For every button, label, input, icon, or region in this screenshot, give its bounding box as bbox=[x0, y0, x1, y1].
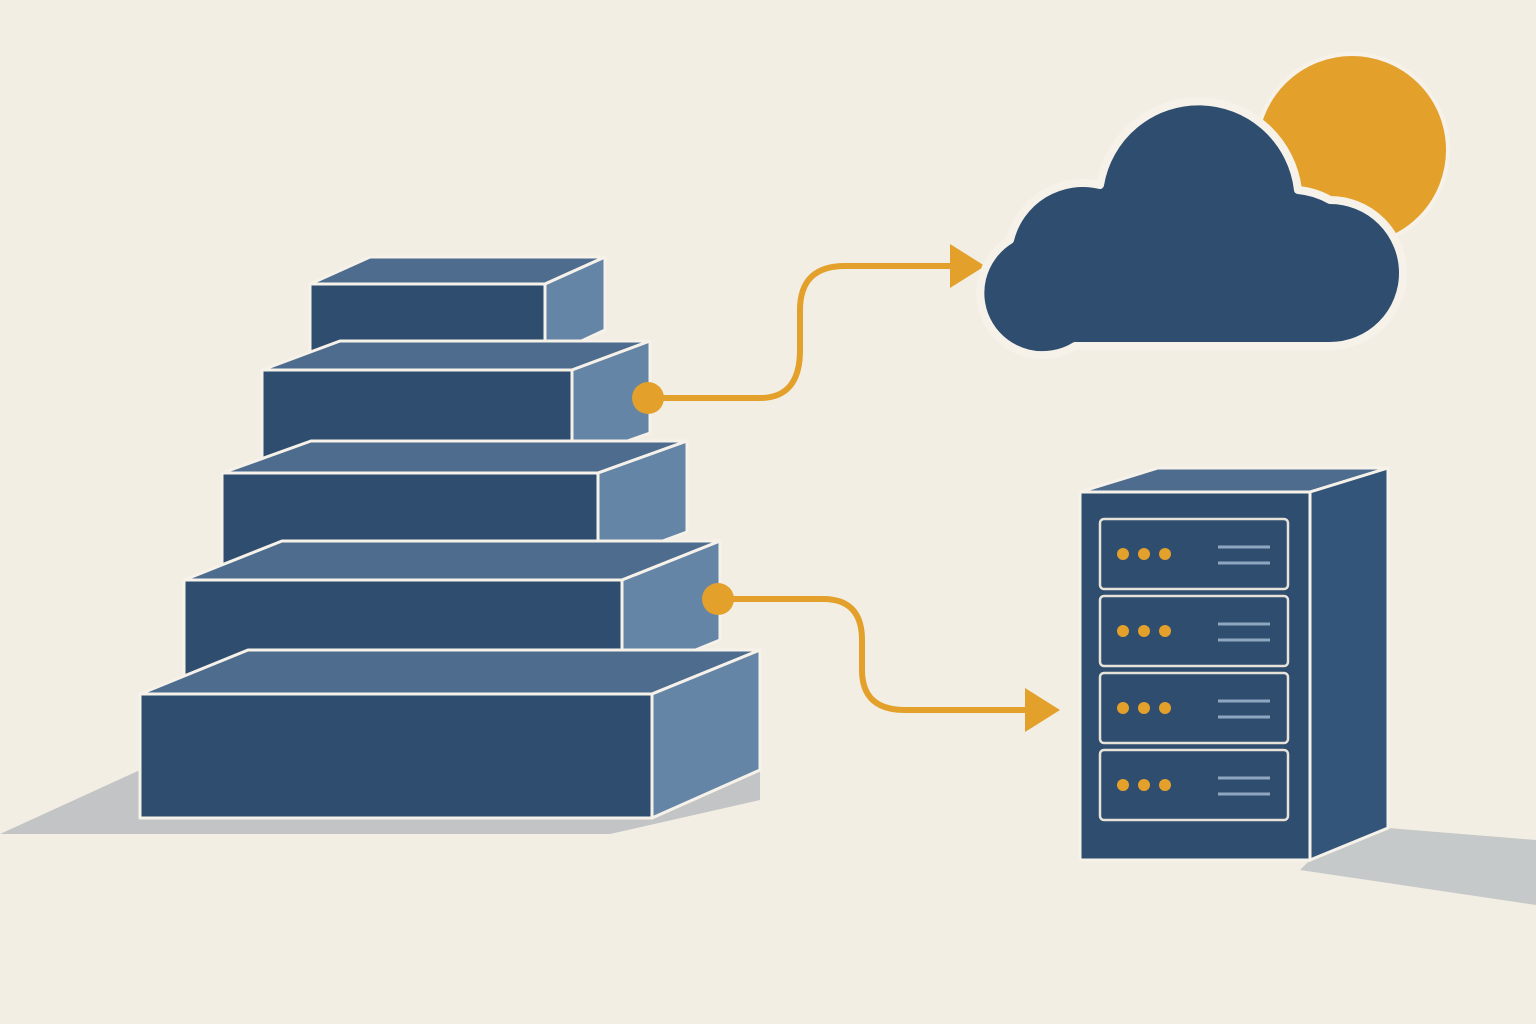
status-led-icon bbox=[1117, 779, 1129, 791]
server-unit-frame bbox=[1098, 594, 1290, 668]
stack-layer-5-front bbox=[138, 692, 654, 820]
server-unit-frame bbox=[1098, 517, 1290, 591]
server-unit-1 bbox=[1098, 517, 1290, 591]
status-led-icon bbox=[1138, 625, 1150, 637]
stack-layer-5 bbox=[138, 648, 762, 820]
connector-to-cloud bbox=[632, 244, 985, 414]
server-rack-icon bbox=[1078, 465, 1390, 863]
server-unit-frame bbox=[1098, 748, 1290, 822]
status-led-icon bbox=[1138, 548, 1150, 560]
layer-stack bbox=[138, 255, 762, 820]
status-led-icon bbox=[1159, 625, 1171, 637]
cloud-icon bbox=[976, 97, 1407, 360]
status-led-icon bbox=[1138, 779, 1150, 791]
arrowhead-cloud-icon bbox=[950, 244, 985, 288]
status-led-icon bbox=[1117, 702, 1129, 714]
connector-line-server bbox=[715, 596, 1033, 713]
server-shadow bbox=[1300, 828, 1536, 905]
server-units bbox=[1098, 517, 1290, 822]
server-unit-2 bbox=[1098, 594, 1290, 668]
server-unit-4 bbox=[1098, 748, 1290, 822]
server-rack-side bbox=[1308, 465, 1390, 863]
status-led-icon bbox=[1138, 702, 1150, 714]
connector-dot-layer-2 bbox=[632, 382, 664, 414]
connector-line-cloud bbox=[647, 263, 958, 401]
status-led-icon bbox=[1159, 779, 1171, 791]
status-led-icon bbox=[1117, 548, 1129, 560]
stack-layer-2 bbox=[260, 339, 652, 463]
arrowhead-server-icon bbox=[1025, 688, 1060, 732]
status-led-icon bbox=[1159, 548, 1171, 560]
connector-dot-layer-4 bbox=[702, 583, 734, 615]
server-unit-3 bbox=[1098, 671, 1290, 745]
server-unit-frame bbox=[1098, 671, 1290, 745]
status-led-icon bbox=[1117, 625, 1129, 637]
status-led-icon bbox=[1159, 702, 1171, 714]
connector-to-server bbox=[702, 583, 1060, 732]
